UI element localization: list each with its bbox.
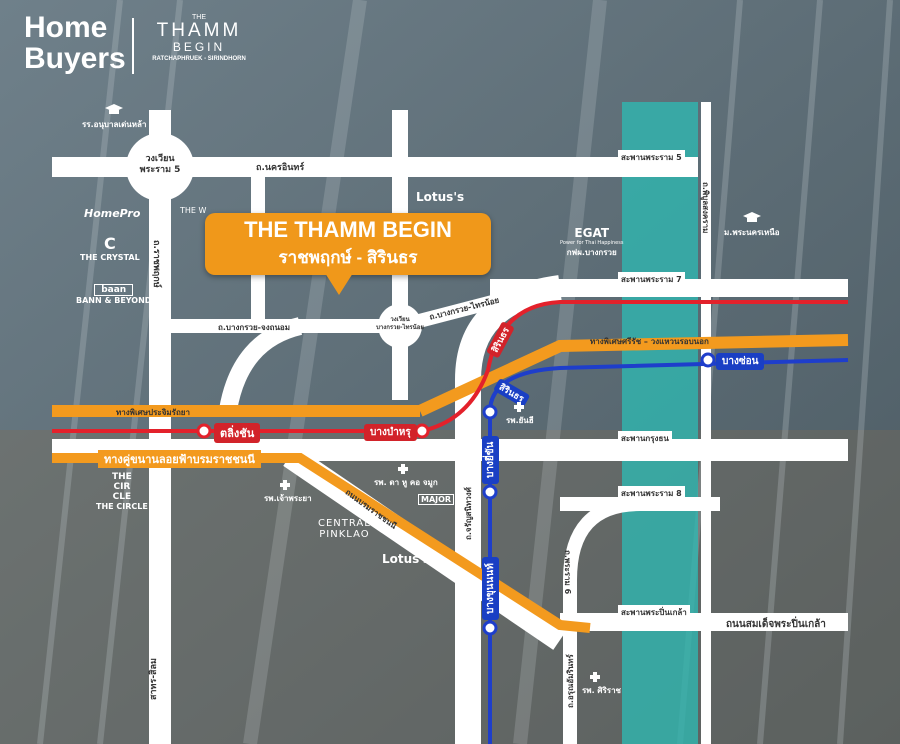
expressways	[52, 334, 849, 633]
road-label-charansanitwong: ถ.จรัญสนิทวงศ์	[464, 487, 473, 540]
callout-title: THE THAMM BEGIN	[244, 217, 452, 242]
poi-the-circle: THE CIR CLE THE CIRCLE	[96, 472, 148, 511]
bridge-label-krungthon: สะพานกรุงธน	[618, 431, 672, 446]
bridge-label-rama5: สะพานพระราม 5	[618, 150, 685, 165]
bridge-label-rama8: สะพานพระราม 8	[618, 486, 685, 501]
roundabout-rama5	[126, 133, 194, 201]
station-marker-icon	[700, 352, 716, 368]
poi-central-pinklao: CENTRAL PINKLAO	[318, 518, 371, 540]
road-label-somdet-pinklao: ถนนสมเด็จพระปิ่นเกล้า	[726, 619, 826, 630]
poi-egat-label: กฟผ.บางกรวย	[566, 248, 617, 257]
poi-homepro: HomePro	[84, 207, 141, 220]
poi-mpn: ม.พระนครเหนือ	[724, 212, 780, 239]
roundabout-bangkruai	[378, 304, 422, 348]
poi-baan-logo: baan	[94, 284, 134, 296]
poi-the-crystal: C THE CRYSTAL	[80, 234, 140, 262]
road-label-arun-amarin: ถ.อรุณอัมรินทร์	[566, 654, 575, 708]
poi-the-circle-logo: THE CIR CLE	[112, 472, 132, 502]
road-label-prachaniwet-expressway: ทางพิเศษประจิมรัถยา	[116, 408, 190, 417]
poi-major: MAJOR	[418, 494, 455, 505]
poi-the-crystal-label: THE CRYSTAL	[80, 253, 140, 262]
brand-line2: Buyers	[24, 42, 126, 75]
poi-egat-tag: Power for Thai Happiness	[560, 240, 624, 246]
station-label-bang-khun-non: บางขุนนนท์	[482, 557, 499, 620]
river	[622, 102, 698, 744]
road-label-sirirat-expressway: ทางพิเศษศรีรัช – วงแหวนรอบนอก	[590, 337, 709, 346]
roundabout-label-bangkruai: วงเวียน บางกรวย-ไทรน้อย	[376, 316, 424, 331]
bridge-label-pinklao: สะพานพระปิ่นเกล้า	[618, 605, 690, 620]
station-label-bang-bamru: บางบำหรุ	[364, 424, 417, 441]
poi-the-w: THE W	[180, 206, 207, 215]
hospital-cross-icon	[514, 402, 524, 412]
poi-school: รร.อนุบาลเด่นหล้า	[82, 104, 146, 131]
project-logo: THE THAMM BEGIN RATCHAPHRUEK - SIRINDHOR…	[148, 14, 250, 62]
poi-lotus-bottom: Lotus's	[382, 552, 431, 566]
road-label-rama6: ถ.พระราม 6	[563, 550, 572, 595]
callout-pointer	[325, 273, 353, 295]
project-logo-sub: RATCHAPHRUEK - SIRINDHORN	[152, 56, 246, 62]
poi-baan-label: BANN & BEYOND	[76, 296, 152, 305]
station-marker-icon	[482, 484, 498, 500]
hospital-cross-icon	[398, 464, 408, 474]
project-logo-line1: THAMM	[156, 20, 242, 41]
road-label-bangkruai-chongthanom: ถ.บางกรวย-จงถนอม	[218, 323, 290, 332]
road-label-nakhon-in: ถ.นครอินทร์	[256, 163, 305, 173]
poi-lotus-top: Lotus's	[416, 190, 465, 204]
poi-egat: EGAT Power for Thai Happiness กฟผ.บางกรว…	[560, 226, 623, 259]
roundabout-label-rama5: วงเวียน พระราม 5	[139, 154, 181, 175]
project-logo-line2: BEGIN	[172, 40, 226, 54]
project-logo-small: THE	[192, 14, 206, 21]
road-label-borom-elevated: ทางคู่ขนานลอยฟ้าบรมราชชนนี	[98, 450, 261, 468]
station-markers	[196, 352, 716, 636]
station-marker-icon	[414, 423, 430, 439]
road-label-ratchaphruek: ถ.ราชพฤกษ์	[151, 240, 161, 288]
poi-hosp-yanhee: รพ.ยันฮี	[506, 416, 534, 425]
hospital-cross-icon	[590, 672, 600, 682]
station-label-taling-chan: ตลิ่งชัน	[214, 423, 261, 443]
poi-baan-beyond: baan BANN & BEYOND	[76, 284, 151, 305]
poi-central: CENTRAL	[318, 518, 371, 529]
bridge-label-rama7: สะพานพระราม 7	[618, 272, 685, 287]
station-marker-icon	[196, 423, 212, 439]
poi-mpn-label: ม.พระนครเหนือ	[724, 228, 780, 237]
poi-hosp-taksin: รพ. ตา หู คอ จมูก	[374, 478, 438, 487]
road-label-sai-sam: สาทร-สิลม	[149, 658, 159, 700]
project-callout: THE THAMM BEGIN ราชพฤกษ์ - สิรินธร	[205, 213, 491, 295]
poi-hosp-chaophraya: รพ.เจ้าพระยา	[264, 494, 312, 503]
brand-line1: Home	[24, 11, 108, 44]
poi-hosp-siriraj: รพ. ศิริราช	[582, 686, 621, 695]
station-label-bang-son: บางซ่อน	[716, 353, 765, 370]
station-label-bang-yi-khan: บางยี่ขัน	[482, 435, 499, 484]
logo-divider	[132, 18, 134, 74]
station-marker-icon	[482, 404, 498, 420]
poi-the-circle-label: THE CIRCLE	[96, 502, 148, 511]
callout-subtitle: ราชพฤกษ์ - สิรินธร	[278, 248, 418, 267]
home-buyers-logo: Home Buyers	[24, 12, 126, 74]
hospital-cross-icon	[280, 480, 290, 490]
graduation-cap-icon	[742, 212, 761, 222]
poi-egat-logo: EGAT	[574, 226, 610, 240]
graduation-cap-icon	[105, 104, 124, 114]
road-label-pibulsongkram: ถ.พิบูลสงคราม	[701, 182, 710, 234]
station-marker-icon	[482, 620, 498, 636]
poi-school-label: รร.อนุบาลเด่นหล้า	[82, 120, 147, 129]
poi-pinklao: PINKLAO	[319, 529, 370, 540]
